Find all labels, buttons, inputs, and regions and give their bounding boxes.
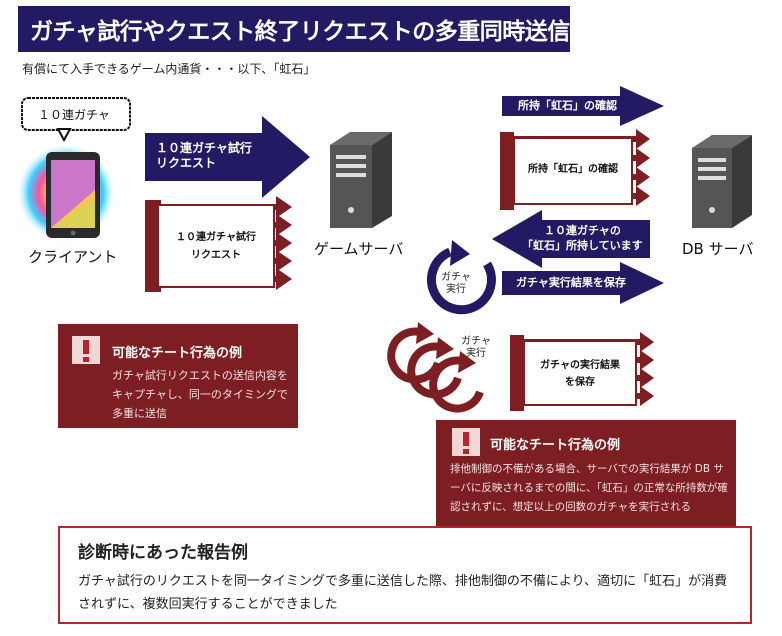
arrow-db-reply xyxy=(492,210,650,268)
report-box xyxy=(58,526,752,624)
game-server-label: ゲームサーバ xyxy=(314,240,404,258)
cheat1-title: 可能なチート行為の例 xyxy=(112,346,243,361)
game-server-icon xyxy=(330,132,392,228)
check-multi-label: 所持「虹石」の確認 xyxy=(528,164,618,175)
save-multi-line1: ガチャの実行結果 xyxy=(540,360,620,371)
cheat-box-2 xyxy=(436,420,736,526)
spin-single-line2: 実行 xyxy=(446,284,466,295)
speech-bubble-text: １０連ガチャ xyxy=(38,108,110,122)
multi-request-line1: １０連ガチャ試行 xyxy=(176,232,256,243)
speech-bubble xyxy=(21,97,131,143)
db-server-icon xyxy=(692,135,752,228)
cheat1-body: ガチャ試行リクエストの送信内容をキャプチャし、同一のタイミングで多重に送信 xyxy=(112,369,288,420)
title-bar xyxy=(18,6,570,52)
save-multi-line2: を保存 xyxy=(565,377,595,388)
cheat2-title: 可能なチート行為の例 xyxy=(490,438,621,453)
spin-single-line1: ガチャ xyxy=(441,272,471,283)
normal-request-line1: １０連ガチャ試行 xyxy=(156,141,252,155)
arrow-save-single xyxy=(502,262,664,304)
spin-multi-icon xyxy=(387,322,484,413)
normal-request-line2: リクエスト xyxy=(156,156,217,170)
arrow-save-multi xyxy=(510,332,654,411)
spin-multi-line2: 実行 xyxy=(466,348,486,359)
cheat2-body: 排他制御の不備がある場合、サーバでの実行結果が DB サーバに反映されるまでの間… xyxy=(450,463,728,513)
spin-multi-line1: ガチャ xyxy=(461,336,491,347)
multi-request-line2: リクエスト xyxy=(191,250,241,261)
save-single-label: ガチャ実行結果を保存 xyxy=(516,276,626,289)
report-title: 診断時にあった報告例 xyxy=(78,543,248,563)
arrow-check-multi xyxy=(500,129,650,210)
db-reply-line2: 「虹石」所持しています xyxy=(522,239,643,252)
arrow-normal-request xyxy=(145,116,310,198)
client-label: クライアント xyxy=(28,248,118,266)
warning-icon xyxy=(72,336,100,364)
arrow-multi-request xyxy=(145,196,292,292)
check-single-label: 所持「虹石」の確認 xyxy=(518,99,617,112)
spin-single-icon xyxy=(426,240,496,315)
page-title: ガチャ試行やクエスト終了リクエストの多重同時送信 xyxy=(30,19,570,45)
arrow-check-single xyxy=(502,86,664,126)
smartphone-icon xyxy=(16,143,116,243)
report-body: ガチャ試行のリクエストを同一タイミングで多重に送信した際、排他制御の不備により、… xyxy=(78,574,728,612)
db-reply-line1: １０連ガチャの xyxy=(544,224,621,237)
subtitle: 有償にて入手できるゲーム内通貨・・・以下、「虹石」 xyxy=(22,62,316,76)
warning-icon xyxy=(452,428,480,456)
db-server-label: DB サーバ xyxy=(682,240,754,258)
